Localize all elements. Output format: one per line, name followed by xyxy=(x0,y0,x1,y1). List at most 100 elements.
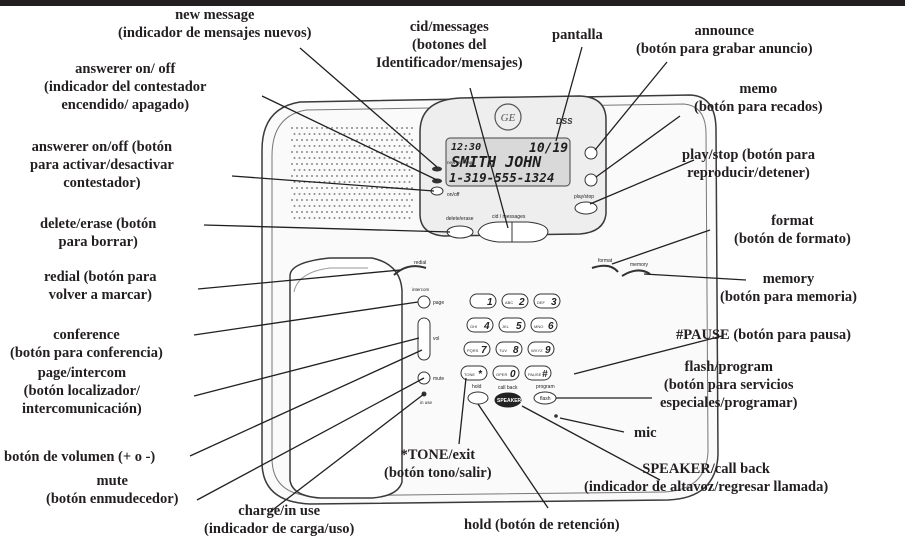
label-answerer-button-line3: contestador) xyxy=(63,175,141,191)
hold-button xyxy=(467,391,489,405)
label-answerer-indicator-line1: answerer on/ off xyxy=(75,61,176,77)
label-memory: memory (botón para memoria) xyxy=(720,270,857,306)
label-charge-in-use-line2: (indicador de carga/uso) xyxy=(204,521,355,537)
key-letters: TUV xyxy=(499,348,507,353)
label-charge-in-use-line1: charge/in use xyxy=(238,503,321,519)
key-digit: 9 xyxy=(545,345,551,356)
label-pause: #PAUSE (botón para pausa) xyxy=(676,326,851,344)
page-mini: page xyxy=(433,300,444,306)
label-page-intercom-line2: (botón localizador/ xyxy=(23,383,141,399)
label-flash-program-line2: (botón para servicios xyxy=(663,377,794,393)
answerer-led xyxy=(432,178,442,184)
key-8[interactable]: TUV 8 xyxy=(495,341,523,357)
label-format: format (botón de formato) xyxy=(734,212,851,248)
lcd-screen xyxy=(445,137,571,187)
label-cid-messages-line2: (botones del xyxy=(412,37,487,53)
redial-mini: redial xyxy=(414,260,426,266)
in-use-mini: in use xyxy=(420,400,433,405)
label-memo-line2: (botón para recados) xyxy=(694,99,823,115)
label-tone-exit: *TONE/exit (botón tono/salir) xyxy=(384,446,492,482)
label-conference-line2: (botón para conferencia) xyxy=(10,345,163,361)
label-answerer-button: answerer on/off (botón para activar/desa… xyxy=(30,138,174,192)
key-1[interactable]: 1 xyxy=(469,293,497,309)
intercom-mini: intercom xyxy=(412,287,430,292)
label-memo-line1: memo xyxy=(739,81,778,97)
key-digit: 8 xyxy=(513,345,519,356)
label-cid-messages-line3: Identificador/mensajes) xyxy=(376,55,523,71)
label-volume-line1: botón de volumen (+ o -) xyxy=(4,449,156,465)
leader-pause xyxy=(573,335,723,375)
memory-mini: memory xyxy=(630,262,649,268)
label-tone-exit-line2: (botón tono/salir) xyxy=(384,465,492,481)
handset-shadow xyxy=(293,267,368,293)
key-4[interactable]: GHI 4 xyxy=(466,317,494,333)
label-redial-line1: redial (botón para xyxy=(44,269,157,285)
label-page-intercom-line3: intercomunicación) xyxy=(22,401,142,417)
leader-lines xyxy=(189,46,747,513)
leader-delete-erase xyxy=(203,224,451,233)
key-letters: OPER xyxy=(496,372,507,377)
key-digit: 4 xyxy=(483,321,490,332)
label-flash-program: flash/program (botón para servicios espe… xyxy=(660,358,797,412)
key-letters: JKL xyxy=(502,324,510,329)
announce-button xyxy=(584,146,598,160)
label-page-intercom-line1: page/intercom xyxy=(37,365,127,381)
key-5[interactable]: JKL 5 xyxy=(498,317,526,333)
lcd-line1-left: 12:30 xyxy=(451,142,481,153)
brand-logo: GE xyxy=(501,112,516,124)
lcd-line1-right: 10/19 xyxy=(529,141,568,156)
key-letters: MNO xyxy=(534,324,543,329)
label-charge-in-use: charge/in use (indicador de carga/uso) xyxy=(204,502,354,538)
label-memory-line2: (botón para memoria) xyxy=(720,289,857,305)
handset xyxy=(289,257,403,499)
label-speaker-callback-line2: (indicador de altavoz/regresar llamada) xyxy=(584,479,829,495)
leader-speaker xyxy=(521,405,661,481)
key-letters: GHI xyxy=(470,324,477,329)
lcd-line3: 1-319-555-1324 xyxy=(449,170,554,185)
label-hold: hold (botón de retención) xyxy=(464,516,620,534)
leader-play-stop xyxy=(589,159,695,205)
lcd-line2: SMITH JOHN xyxy=(451,153,542,171)
cid-messages-rocker xyxy=(477,221,549,243)
leader-hold xyxy=(477,403,549,509)
speaker-mini: SPEAKER xyxy=(497,398,522,404)
on-off-mini: on/off xyxy=(447,192,460,198)
label-play-stop-line1: play/stop (botón para xyxy=(682,147,815,163)
label-format-line1: format xyxy=(771,213,814,229)
leader-conference xyxy=(193,301,419,336)
label-page-intercom: page/intercom (botón localizador/ interc… xyxy=(22,364,142,418)
play-stop-mini: play/stop xyxy=(574,194,594,200)
format-mini: format xyxy=(598,258,613,264)
label-pantalla: pantalla xyxy=(552,26,603,44)
volume-rocker xyxy=(417,317,431,361)
label-announce: announce (botón para grabar anuncio) xyxy=(636,22,813,58)
format-button xyxy=(591,264,619,273)
label-format-line2: (botón de formato) xyxy=(734,231,851,247)
leader-volume xyxy=(189,349,423,457)
key-letters: TONE xyxy=(464,372,475,377)
label-new-message-line1: new message xyxy=(175,7,255,23)
label-pause-line1: #PAUSE (botón para pausa) xyxy=(676,327,851,343)
key-digit: 6 xyxy=(548,321,554,332)
key-digit: 1 xyxy=(487,297,493,308)
leader-new-message xyxy=(299,47,438,168)
key-digit: 5 xyxy=(516,321,522,332)
label-mute-line2: (botón enmudecedor) xyxy=(46,491,179,507)
label-mute: mute (botón enmudecedor) xyxy=(46,472,179,508)
key-letters: WXYZ xyxy=(531,348,543,353)
key-6[interactable]: MNO 6 xyxy=(530,317,558,333)
key-letters: PAUSE xyxy=(528,372,542,377)
label-tone-exit-line1: *TONE/exit xyxy=(400,447,476,463)
label-cid-messages-line1: cid/messages xyxy=(409,19,489,35)
label-answerer-indicator-line2: (indicador del contestador xyxy=(44,79,207,95)
key-pound[interactable]: PAUSE# xyxy=(524,365,552,381)
leader-mute xyxy=(196,377,425,501)
key-star[interactable]: TONE* xyxy=(460,365,488,381)
